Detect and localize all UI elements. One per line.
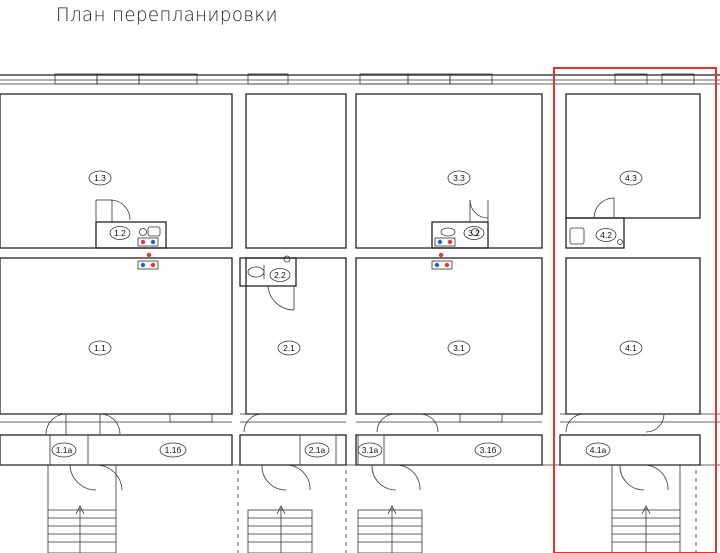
highlight-unit-4 <box>553 67 717 553</box>
svg-text:3.1б: 3.1б <box>480 445 497 455</box>
svg-text:3.1: 3.1 <box>453 343 465 353</box>
room-4-2 <box>565 217 625 249</box>
toilet-icon-2 <box>247 266 265 278</box>
vestibule-4 <box>559 434 701 466</box>
svg-text:1.1б: 1.1б <box>165 445 182 455</box>
svg-text:3.1а: 3.1а <box>362 445 379 455</box>
vestibule-1 <box>0 434 233 466</box>
svg-text:2.1: 2.1 <box>283 343 295 353</box>
toilet-icon <box>147 226 161 237</box>
label-1-3: 1.3 <box>88 170 112 186</box>
room-1-3 <box>0 93 233 249</box>
staircase-2 <box>247 505 313 553</box>
label-2-1a: 2.1а <box>304 442 330 458</box>
label-3-2: 3.2 <box>463 226 485 240</box>
room-labels: 1.3 1.2 1.1 1.1а 1.1б 2.2 2.1 2.1а 3.3 3… <box>51 170 643 458</box>
svg-text:1.1: 1.1 <box>94 343 106 353</box>
label-3-1b: 3.1б <box>474 442 502 458</box>
label-4-1: 4.1 <box>619 340 643 356</box>
room-4-3 <box>565 93 701 219</box>
plan-title: План перепланировки <box>56 4 278 26</box>
label-3-3: 3.3 <box>447 170 471 186</box>
room-1-1 <box>0 257 233 415</box>
pipes-icon <box>137 237 159 247</box>
room-1-2 <box>95 221 167 249</box>
room-4-1 <box>565 257 701 415</box>
svg-text:2.2: 2.2 <box>274 270 286 280</box>
svg-text:4.2: 4.2 <box>600 230 612 240</box>
svg-text:1.1а: 1.1а <box>56 445 73 455</box>
svg-text:4.1: 4.1 <box>625 343 637 353</box>
room-3-3 <box>355 93 543 249</box>
room-2-3 <box>245 93 347 249</box>
staircase-4 <box>611 464 681 553</box>
vestibule-2 <box>239 434 347 466</box>
staircase-1 <box>47 464 117 553</box>
svg-text:4.3: 4.3 <box>625 173 637 183</box>
label-1-1: 1.1 <box>88 340 112 356</box>
label-4-3: 4.3 <box>619 170 643 186</box>
label-1-1a: 1.1а <box>51 442 77 458</box>
svg-text:4.1а: 4.1а <box>590 445 607 455</box>
label-1-1b: 1.1б <box>159 442 187 458</box>
label-2-2: 2.2 <box>269 268 291 282</box>
room-3-1 <box>355 257 543 415</box>
svg-text:3.2: 3.2 <box>468 228 480 238</box>
label-4-1a: 4.1а <box>585 442 611 458</box>
svg-text:1.2: 1.2 <box>114 228 126 238</box>
window-strip <box>0 73 720 85</box>
room-3-2 <box>431 221 489 249</box>
label-3-1: 3.1 <box>447 340 471 356</box>
staircase-3 <box>357 505 423 553</box>
label-1-2: 1.2 <box>109 226 131 240</box>
svg-text:3.3: 3.3 <box>453 173 465 183</box>
toilet-icon-4 <box>569 227 585 245</box>
svg-text:1.3: 1.3 <box>94 173 106 183</box>
label-2-1: 2.1 <box>277 340 301 356</box>
svg-text:2.1а: 2.1а <box>309 445 326 455</box>
label-3-1a: 3.1а <box>357 442 383 458</box>
label-4-2: 4.2 <box>595 228 617 242</box>
